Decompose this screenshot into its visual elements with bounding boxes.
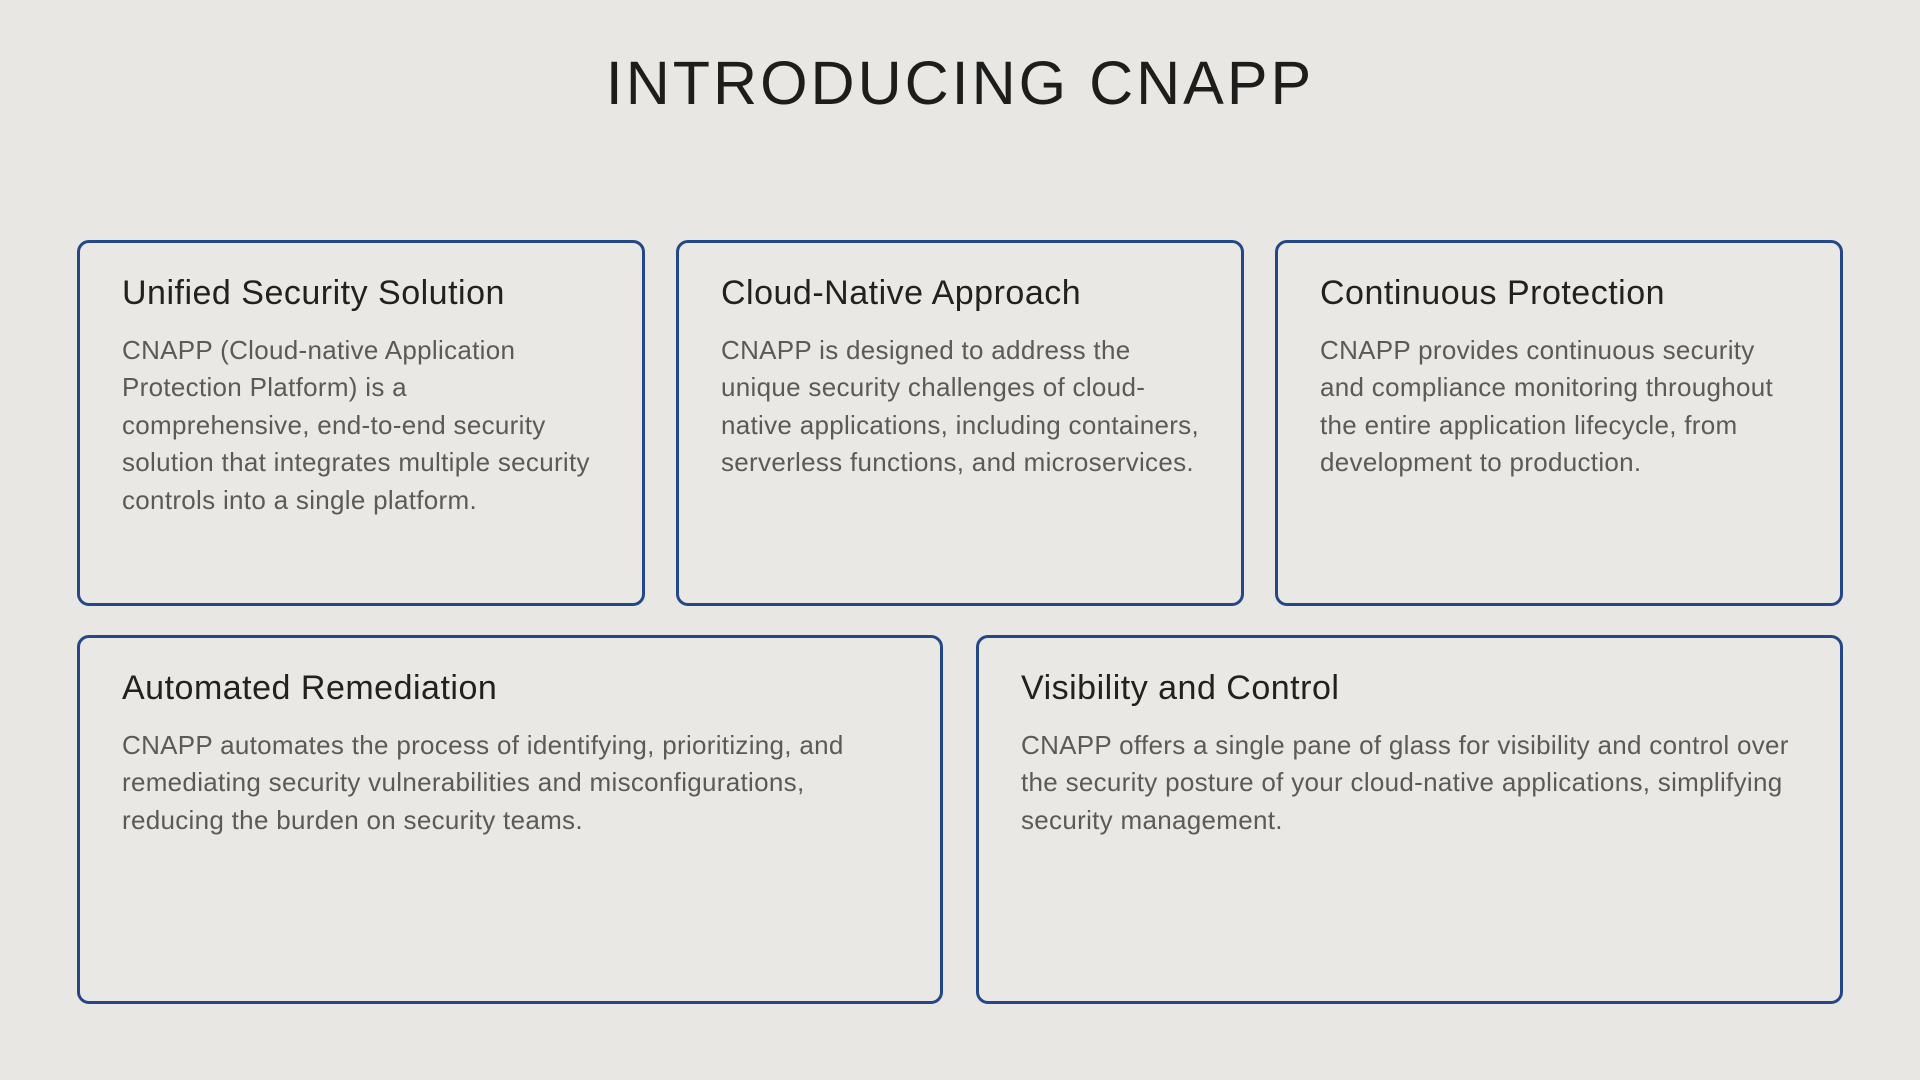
slide-title: INTRODUCING CNAPP xyxy=(605,49,1315,117)
card-automated-remediation: Automated Remediation CNAPP automates th… xyxy=(77,635,943,1004)
card-title-cloud-native-approach: Cloud-Native Approach xyxy=(721,274,1082,312)
card-body-automated-remediation: CNAPP automates the process of identifyi… xyxy=(122,729,844,835)
card-cloud-native-approach: Cloud-Native Approach CNAPP is designed … xyxy=(676,240,1244,606)
card-body-unified-security-solution: CNAPP (Cloud-native Application Protecti… xyxy=(122,334,590,515)
card-body-cloud-native-approach: CNAPP is designed to address the unique … xyxy=(721,334,1199,478)
card-title-automated-remediation: Automated Remediation xyxy=(122,669,498,707)
card-body-continuous-protection: CNAPP provides continuous security and c… xyxy=(1320,334,1774,478)
card-continuous-protection: Continuous Protection CNAPP provides con… xyxy=(1275,240,1843,606)
cards-row-bottom: Automated Remediation CNAPP automates th… xyxy=(77,635,1843,1004)
card-body-visibility-and-control: CNAPP offers a single pane of glass for … xyxy=(1021,729,1789,835)
card-title-continuous-protection: Continuous Protection xyxy=(1320,274,1666,312)
card-visibility-and-control: Visibility and Control CNAPP offers a si… xyxy=(976,635,1843,1004)
card-title-unified-security-solution: Unified Security Solution xyxy=(122,274,505,312)
card-title-visibility-and-control: Visibility and Control xyxy=(1021,669,1340,707)
card-unified-security-solution: Unified Security Solution CNAPP (Cloud-n… xyxy=(77,240,645,606)
cards-row-top: Unified Security Solution CNAPP (Cloud-n… xyxy=(77,240,1843,606)
